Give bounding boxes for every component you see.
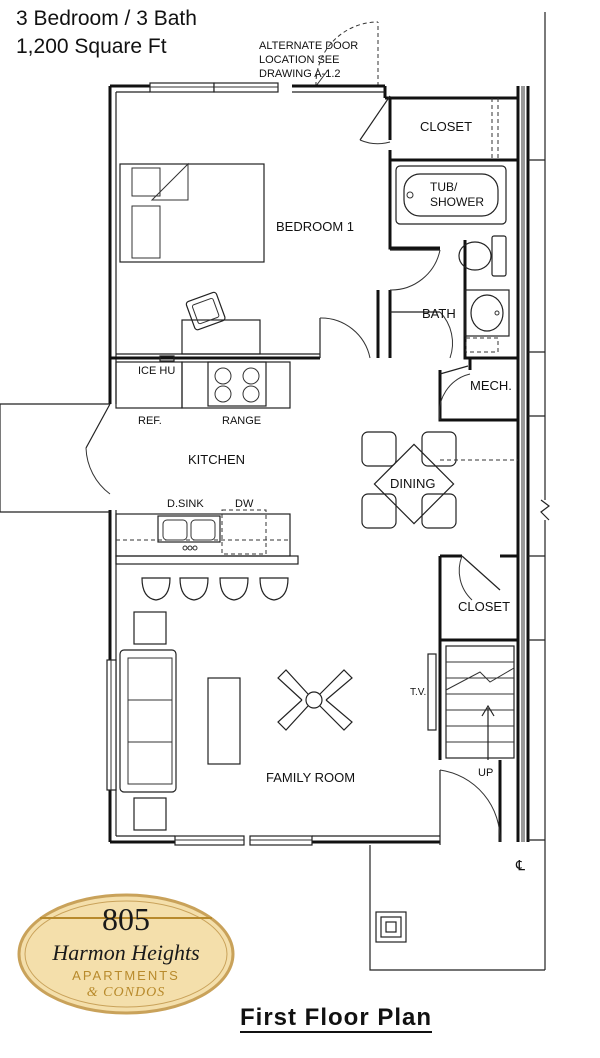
logo-number: 805 — [102, 901, 150, 937]
closet-mid-label: CLOSET — [458, 599, 510, 614]
tub-label-2: SHOWER — [430, 195, 484, 209]
logo-line1: APARTMENTS — [72, 968, 180, 983]
bedroom-furniture: BEDROOM 1 — [119, 162, 354, 355]
exterior-walls — [108, 12, 550, 970]
family-room-label: FAMILY ROOM — [266, 770, 355, 785]
note-line1: ALTERNATE DOOR — [259, 40, 358, 52]
note-line3: DRAWING A-1.2 — [259, 68, 341, 80]
kitchen-fixtures: ICE HU REF. RANGE KITCHEN D.SINK DW — [115, 355, 299, 601]
ref-label: REF. — [138, 415, 162, 427]
dsink-label: D.SINK — [167, 498, 204, 510]
logo-name: Harmon Heights — [51, 940, 199, 965]
ice-label: ICE HU — [138, 365, 175, 377]
stairs: T.V. UP — [410, 645, 515, 779]
alternate-door-note: ALTERNATE DOOR LOCATION SEE DRAWING A-1.… — [259, 40, 358, 87]
doors — [85, 95, 501, 845]
exterior-pads — [0, 403, 545, 971]
closet-top: CLOSET — [420, 98, 499, 160]
bath-fixtures: TUB/ SHOWER BATH — [395, 165, 510, 353]
dw-label: DW — [235, 498, 254, 510]
harmon-heights-logo: 805 Harmon Heights APARTMENTS & CONDOS — [17, 893, 235, 1015]
bedroom-label: BEDROOM 1 — [276, 219, 354, 234]
bath-label: BATH — [422, 306, 456, 321]
tub-label-1: TUB/ — [430, 180, 458, 194]
footer-title: First Floor Plan — [240, 1004, 433, 1033]
windows — [106, 82, 313, 846]
family-room-furniture: FAMILY ROOM — [119, 611, 355, 831]
closet-top-label: CLOSET — [420, 119, 472, 134]
note-line2: LOCATION SEE — [259, 54, 339, 66]
logo-line2: & CONDOS — [87, 985, 165, 1000]
plan-title-area: 1,200 Square Ft — [16, 35, 167, 58]
alternate-door — [315, 21, 379, 87]
plan-title-bedrooms: 3 Bedroom / 3 Bath — [16, 7, 197, 30]
up-label: UP — [478, 767, 493, 779]
tv-label: T.V. — [410, 687, 426, 698]
dining-furniture: DINING — [361, 431, 518, 529]
interior-walls — [110, 98, 518, 842]
dining-label: DINING — [390, 476, 436, 491]
mech-label: MECH. — [470, 378, 512, 393]
kitchen-label: KITCHEN — [188, 452, 245, 467]
range-label: RANGE — [222, 415, 261, 427]
centerline-label: ℄ — [515, 857, 525, 873]
